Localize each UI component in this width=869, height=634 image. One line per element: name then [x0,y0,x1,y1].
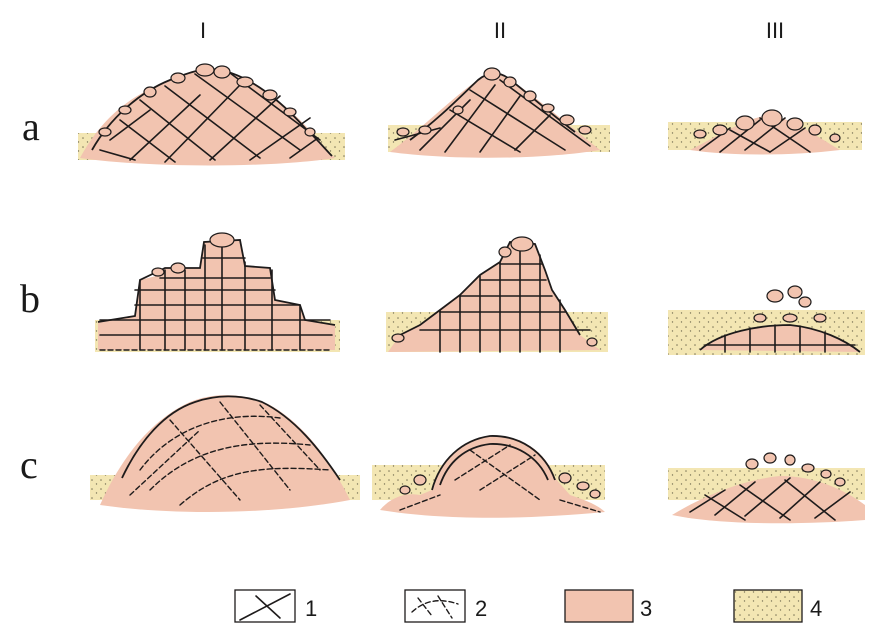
sketch-b-I [95,232,340,352]
legend-label: 3 [640,596,652,621]
granite-body [390,74,600,158]
column-header-2: II [494,18,506,43]
column-header-1: I [200,18,206,43]
sketch-a-II [388,67,610,158]
granite-body [98,240,335,350]
legend-item-1: 1 [234,589,317,623]
legend-item-3: 3 [564,589,652,623]
sketch-b-III [668,285,865,355]
legend-label: 1 [305,596,317,621]
row-label-c: c [20,442,38,487]
granite-body [380,435,605,518]
legend-item-4: 4 [733,589,822,623]
granite-body [388,242,600,352]
dashed-joints-swatch [404,589,466,623]
sketch-c-II [372,435,605,518]
legend-label: 2 [475,596,487,621]
sketch-a-III [668,109,862,155]
row-labels: a b c [20,104,40,487]
sketch-c-III [668,452,865,524]
column-header-3: III [766,18,784,43]
regolith-swatch [733,589,803,623]
column-headers: I II III [200,18,784,43]
sketch-b-II [386,236,608,353]
granite-body [100,395,350,512]
legend-label: 4 [810,596,822,621]
legend: 1 2 3 4 [234,589,822,623]
sketch-c-I [90,395,360,512]
granite-swatch [564,589,634,623]
row-label-b: b [20,276,40,321]
sketch-a-I [78,63,345,166]
legend-item-2: 2 [404,589,487,623]
row-label-a: a [22,104,40,149]
